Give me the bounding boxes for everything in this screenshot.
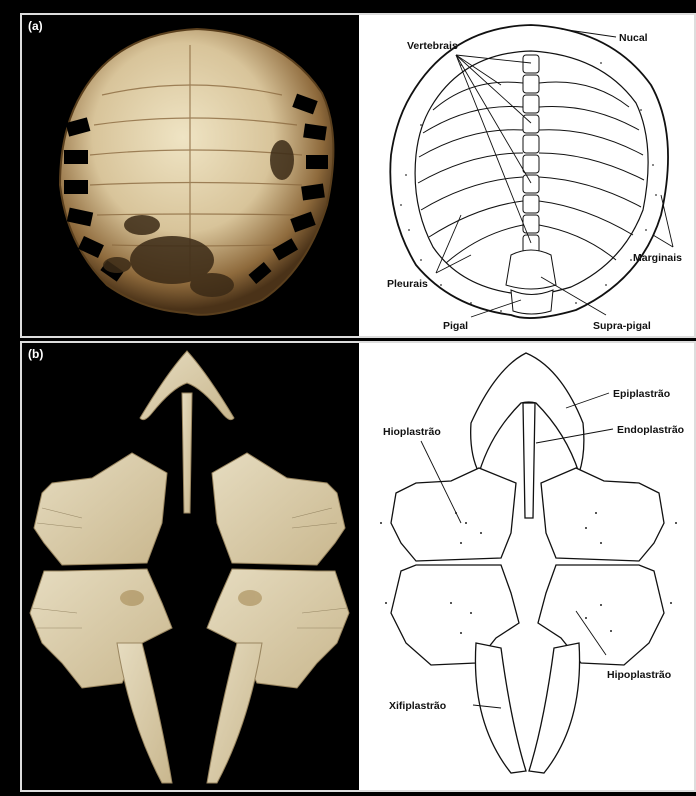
carapace-photo: (a): [22, 15, 359, 336]
label-hipoplastrao: Hipoplastrão: [607, 669, 671, 681]
plastron-drawing: Hioplastrão Epiplastrão Endoplastrão Hip…: [361, 343, 694, 790]
label-pleurais: Pleurais: [387, 278, 428, 290]
label-supra-pigal: Supra-pigal: [593, 320, 651, 332]
label-xifiplastrao: Xifiplastrão: [389, 700, 446, 712]
label-hioplastrao: Hioplastrão: [383, 426, 441, 438]
carapace-photo-image: [22, 15, 359, 336]
carapace-drawing-image: Vertebrais Nucal Pleurais Marginais Piga…: [361, 15, 694, 336]
panel-b-label: (b): [28, 347, 43, 361]
plastron-drawing-image: Hioplastrão Epiplastrão Endoplastrão Hip…: [361, 343, 694, 790]
carapace-drawing: Vertebrais Nucal Pleurais Marginais Piga…: [361, 15, 694, 336]
label-epiplastrao: Epiplastrão: [613, 388, 670, 400]
panel-a-carapace: (a): [20, 13, 696, 338]
plastron-photo-image: [22, 343, 359, 790]
label-vertebrais: Vertebrais: [407, 40, 458, 52]
label-pigal: Pigal: [443, 320, 468, 332]
label-endoplastrao: Endoplastrão: [617, 424, 684, 436]
plastron-photo: (b): [22, 343, 359, 790]
panel-b-plastron: (b): [20, 341, 696, 792]
panel-a-label: (a): [28, 19, 43, 33]
label-nucal: Nucal: [619, 32, 648, 44]
label-marginais: Marginais: [633, 252, 682, 264]
